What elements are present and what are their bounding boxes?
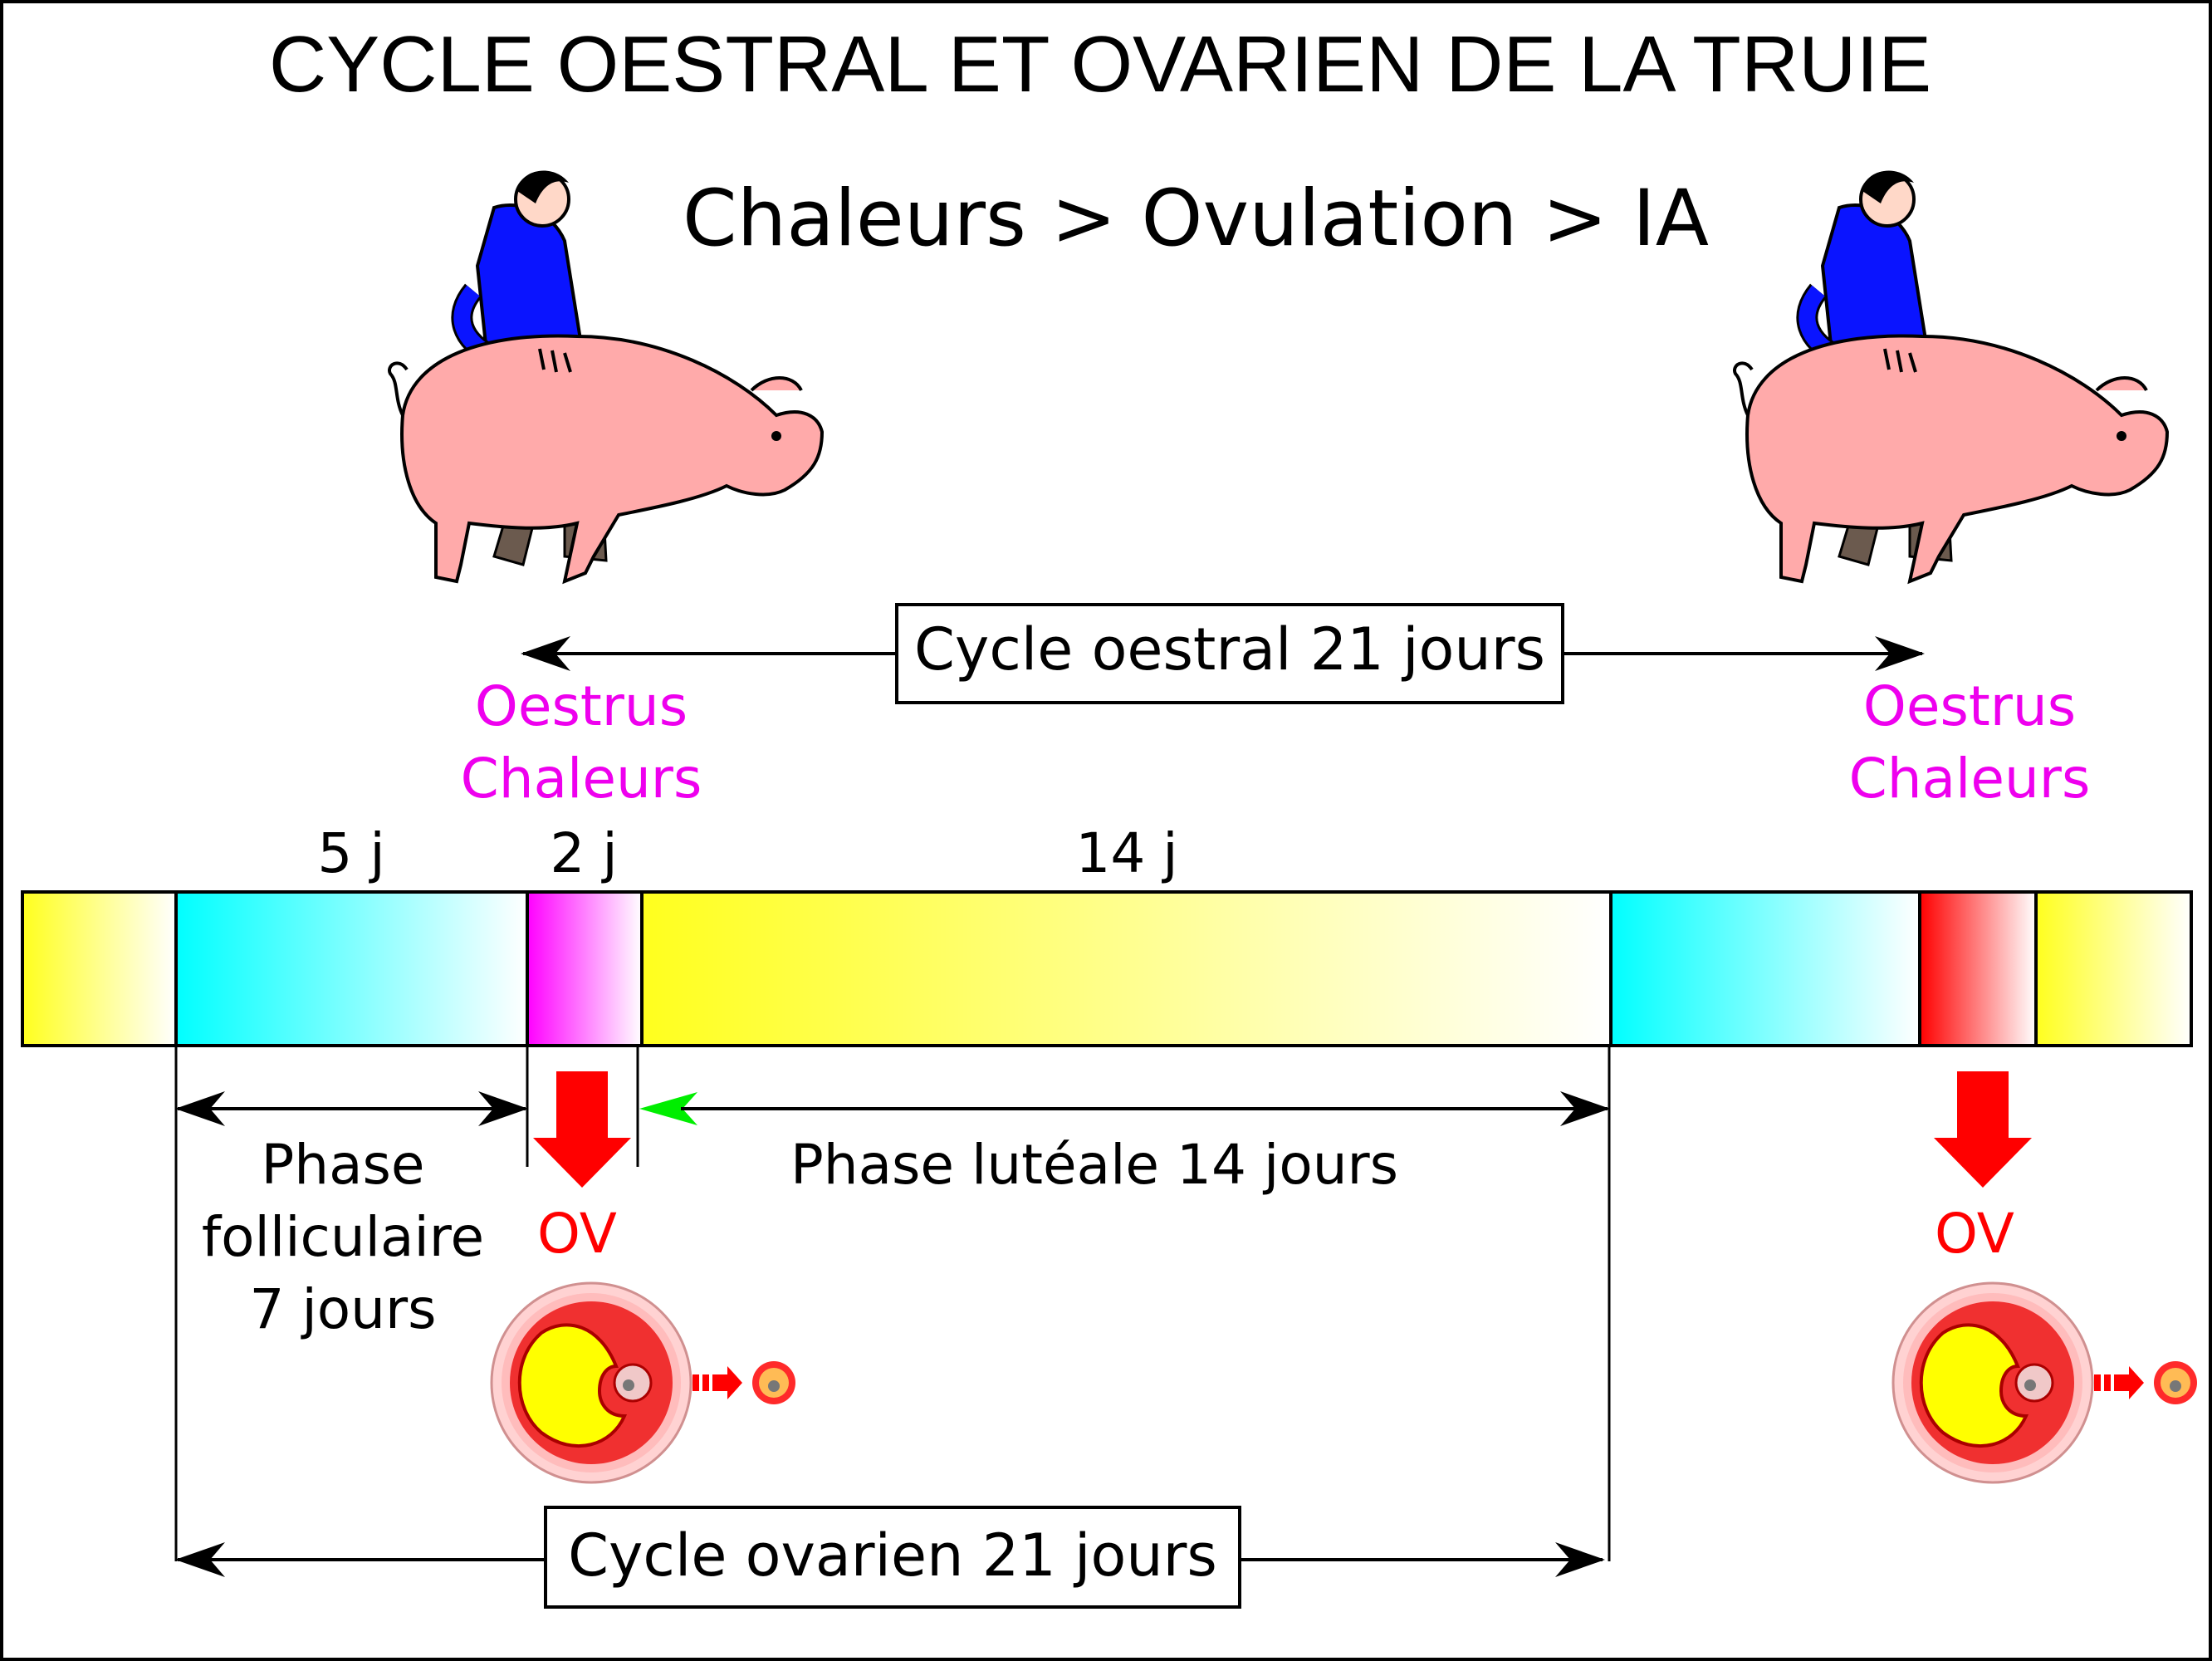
- cycle-ovarien-box: [544, 1506, 1241, 1609]
- phase-folliculaire-line1: Phase: [261, 1133, 424, 1197]
- oestrus-right-line1: Oestrus: [1863, 674, 2076, 738]
- phase-folliculaire-line2: folliculaire: [202, 1205, 484, 1269]
- green-arrow-head: [639, 1092, 697, 1125]
- diagram-title: CYCLE OESTRAL ET OVARIEN DE LA TRUIE: [269, 20, 1931, 109]
- ovulation-arrow-right: [1934, 1071, 2032, 1188]
- cycle-oestral-label: Cycle oestral 21 jours: [914, 615, 1545, 684]
- segment-oestrus-2: [1918, 890, 2038, 1047]
- timeline-bar: [21, 890, 2193, 1047]
- ov-label-left: OV: [537, 1202, 617, 1266]
- duration-2j: 2 j: [550, 821, 617, 885]
- segment-luteal-start: [21, 890, 178, 1047]
- follicle-ovulation-illustration-right: [1891, 1281, 2199, 1484]
- diagram-subtitle: Chaleurs > Ovulation > IA: [683, 174, 1709, 264]
- guide-lines: [174, 1046, 1611, 1561]
- ov-label-right: OV: [1935, 1202, 2014, 1266]
- ovulation-arrow-left: [533, 1071, 631, 1188]
- segment-luteal-1: [640, 890, 1613, 1047]
- phase-folliculaire-line3: 7 jours: [249, 1277, 436, 1341]
- segment-follicular-2: [1609, 890, 1921, 1047]
- oestrus-right-line2: Chaleurs: [1849, 747, 2091, 811]
- segment-follicular-1: [174, 890, 529, 1047]
- segment-luteal-2: [2034, 890, 2193, 1047]
- oestrus-left-line2: Chaleurs: [461, 747, 702, 811]
- segment-oestrus-1: [526, 890, 644, 1047]
- cycle-ovarien-label: Cycle ovarien 21 jours: [568, 1521, 1217, 1590]
- cycle-oestral-box: [895, 603, 1564, 704]
- duration-14j: 14 j: [1075, 821, 1177, 885]
- duration-5j: 5 j: [317, 821, 384, 885]
- phase-luteale-label: Phase lutéale 14 jours: [790, 1133, 1398, 1197]
- follicle-ovulation-illustration-left: [490, 1281, 797, 1484]
- pig-farmer-illustration-right: [1735, 171, 2167, 581]
- oestrus-left-line1: Oestrus: [475, 674, 688, 738]
